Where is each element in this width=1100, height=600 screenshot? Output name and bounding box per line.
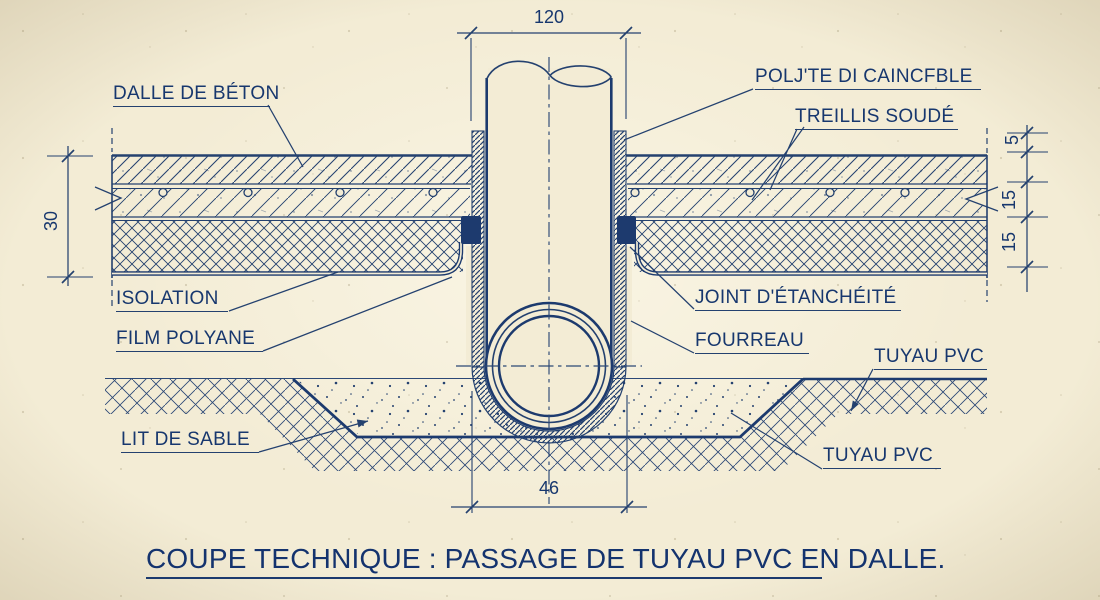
break-symbol-left xyxy=(94,186,123,211)
drawing-title: COUPE TECHNIQUE : PASSAGE DE TUYAU PVC E… xyxy=(146,544,945,579)
dim-120: 120 xyxy=(533,7,565,27)
label-isolation: ISOLATION xyxy=(116,289,228,312)
dimension-lines xyxy=(47,26,1048,514)
dim-46: 46 xyxy=(538,478,560,498)
insulation-left xyxy=(112,220,463,272)
centerlines xyxy=(456,57,642,504)
pipe-break-symbol xyxy=(485,60,612,88)
dim-15-bottom: 15 xyxy=(999,231,1019,253)
leader-lines xyxy=(228,88,874,470)
dim-30: 30 xyxy=(41,210,61,232)
label-polystyrene: POLJ'TE DI CAINCFBLE xyxy=(755,67,981,90)
slab-left xyxy=(94,128,472,306)
label-joint-etancheite: JOINT D'ÉTANCHÉITÉ xyxy=(695,288,901,311)
label-tuyau-pvc-upper: TUYAU PVC xyxy=(874,347,987,370)
dim-5: 5 xyxy=(1002,135,1022,146)
leader-lit-de-sable xyxy=(258,420,369,453)
leader-tuyau-pvc-lower xyxy=(730,412,823,470)
slab-right xyxy=(626,128,999,302)
label-fourreau: FOURREAU xyxy=(695,331,809,354)
leader-film-polyane xyxy=(262,276,453,352)
label-dalle-de-beton: DALLE DE BÉTON xyxy=(113,84,279,107)
label-tuyau-pvc-lower: TUYAU PVC xyxy=(823,446,941,469)
label-film-polyane: FILM POLYANE xyxy=(116,329,263,352)
joint-etancheite-right xyxy=(617,216,636,244)
pipe-walls xyxy=(485,78,613,366)
leader-isolation xyxy=(228,271,339,312)
leader-fourreau xyxy=(630,320,695,354)
leader-dalle-de-beton xyxy=(267,104,304,168)
leader-treillis xyxy=(751,126,805,201)
treillis-wires-left xyxy=(158,187,438,198)
earth-hatch-band-2 xyxy=(105,379,987,471)
leader-polystyrene xyxy=(623,88,754,141)
treillis-wires-right xyxy=(630,187,910,198)
label-treillis-soude: TREILLIS SOUDÉ xyxy=(795,107,958,130)
fourreau-strip-left xyxy=(471,130,485,368)
joint-etancheite-left xyxy=(461,216,481,244)
label-lit-de-sable: LIT DE SABLE xyxy=(121,430,259,453)
leader-joint xyxy=(629,246,695,310)
leader-arrowheads xyxy=(356,400,859,428)
dim-15-mid: 15 xyxy=(999,189,1019,211)
insulation-right xyxy=(634,220,987,272)
fourreau-strip-right xyxy=(613,130,627,368)
